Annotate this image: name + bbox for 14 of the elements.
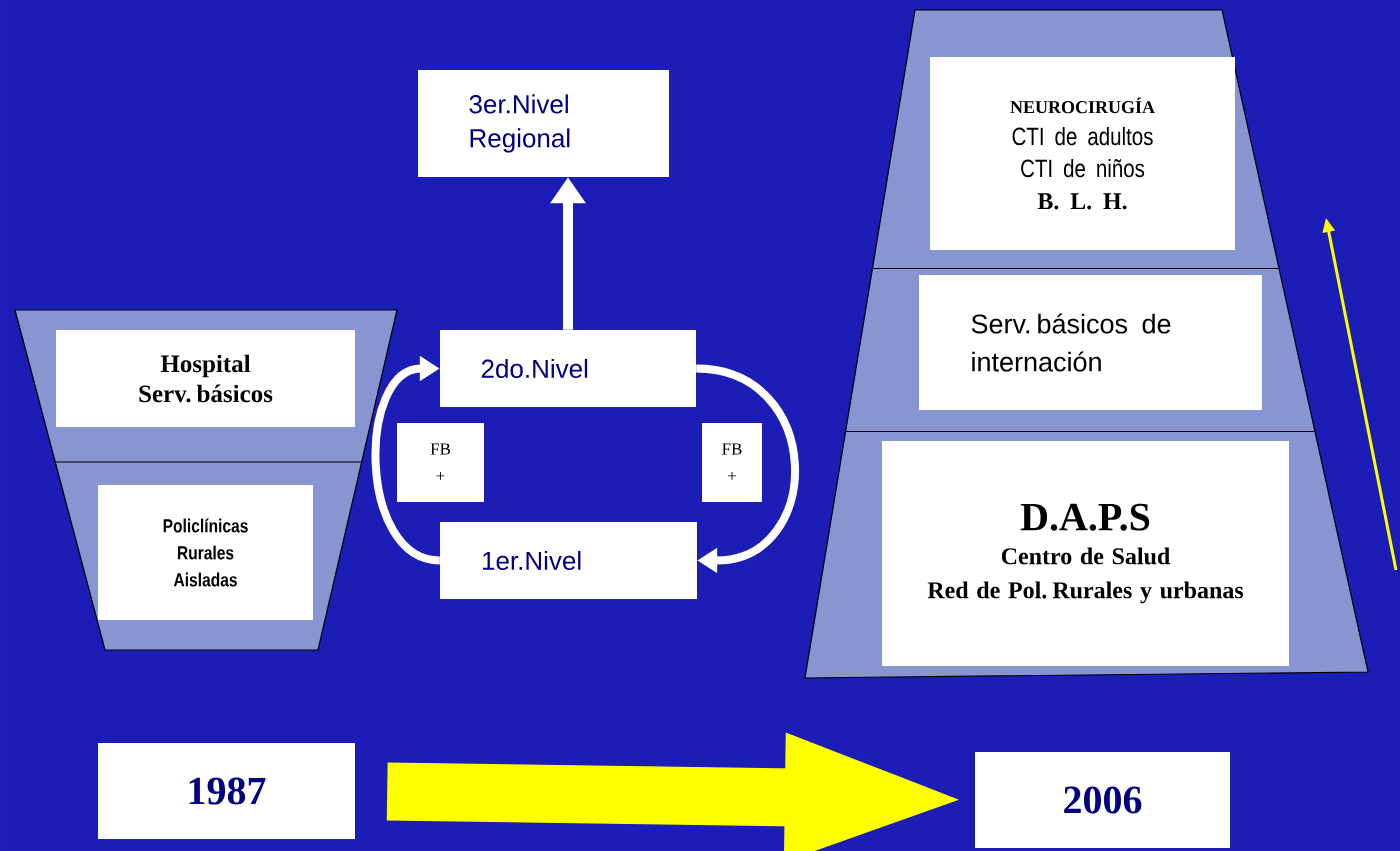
arrow	[371, 355, 441, 565]
label-box: FB +	[397, 423, 484, 502]
level-box: 2do.Nivel	[440, 330, 696, 407]
service-box: D.A.P.S Centro de Salud Red de Pol. Rurales y urbanas	[882, 441, 1289, 666]
year-box: 1987	[98, 743, 355, 839]
level-box: 3er.Nivel Regional	[418, 70, 669, 177]
arrow	[695, 364, 799, 574]
year-box: 2006	[975, 752, 1230, 848]
service-box: NEUROCIRUGÍA CTI de adultos CTI de niños B. L. H.	[930, 57, 1235, 250]
text-box: Policlínicas Rurales Aisladas	[98, 485, 313, 620]
level-box: 1er.Nivel	[440, 522, 697, 599]
service-box: Serv. básicos de internación	[919, 275, 1262, 410]
text-box: Hospital Serv. básicos	[56, 330, 355, 427]
label-box: FB +	[702, 423, 762, 502]
